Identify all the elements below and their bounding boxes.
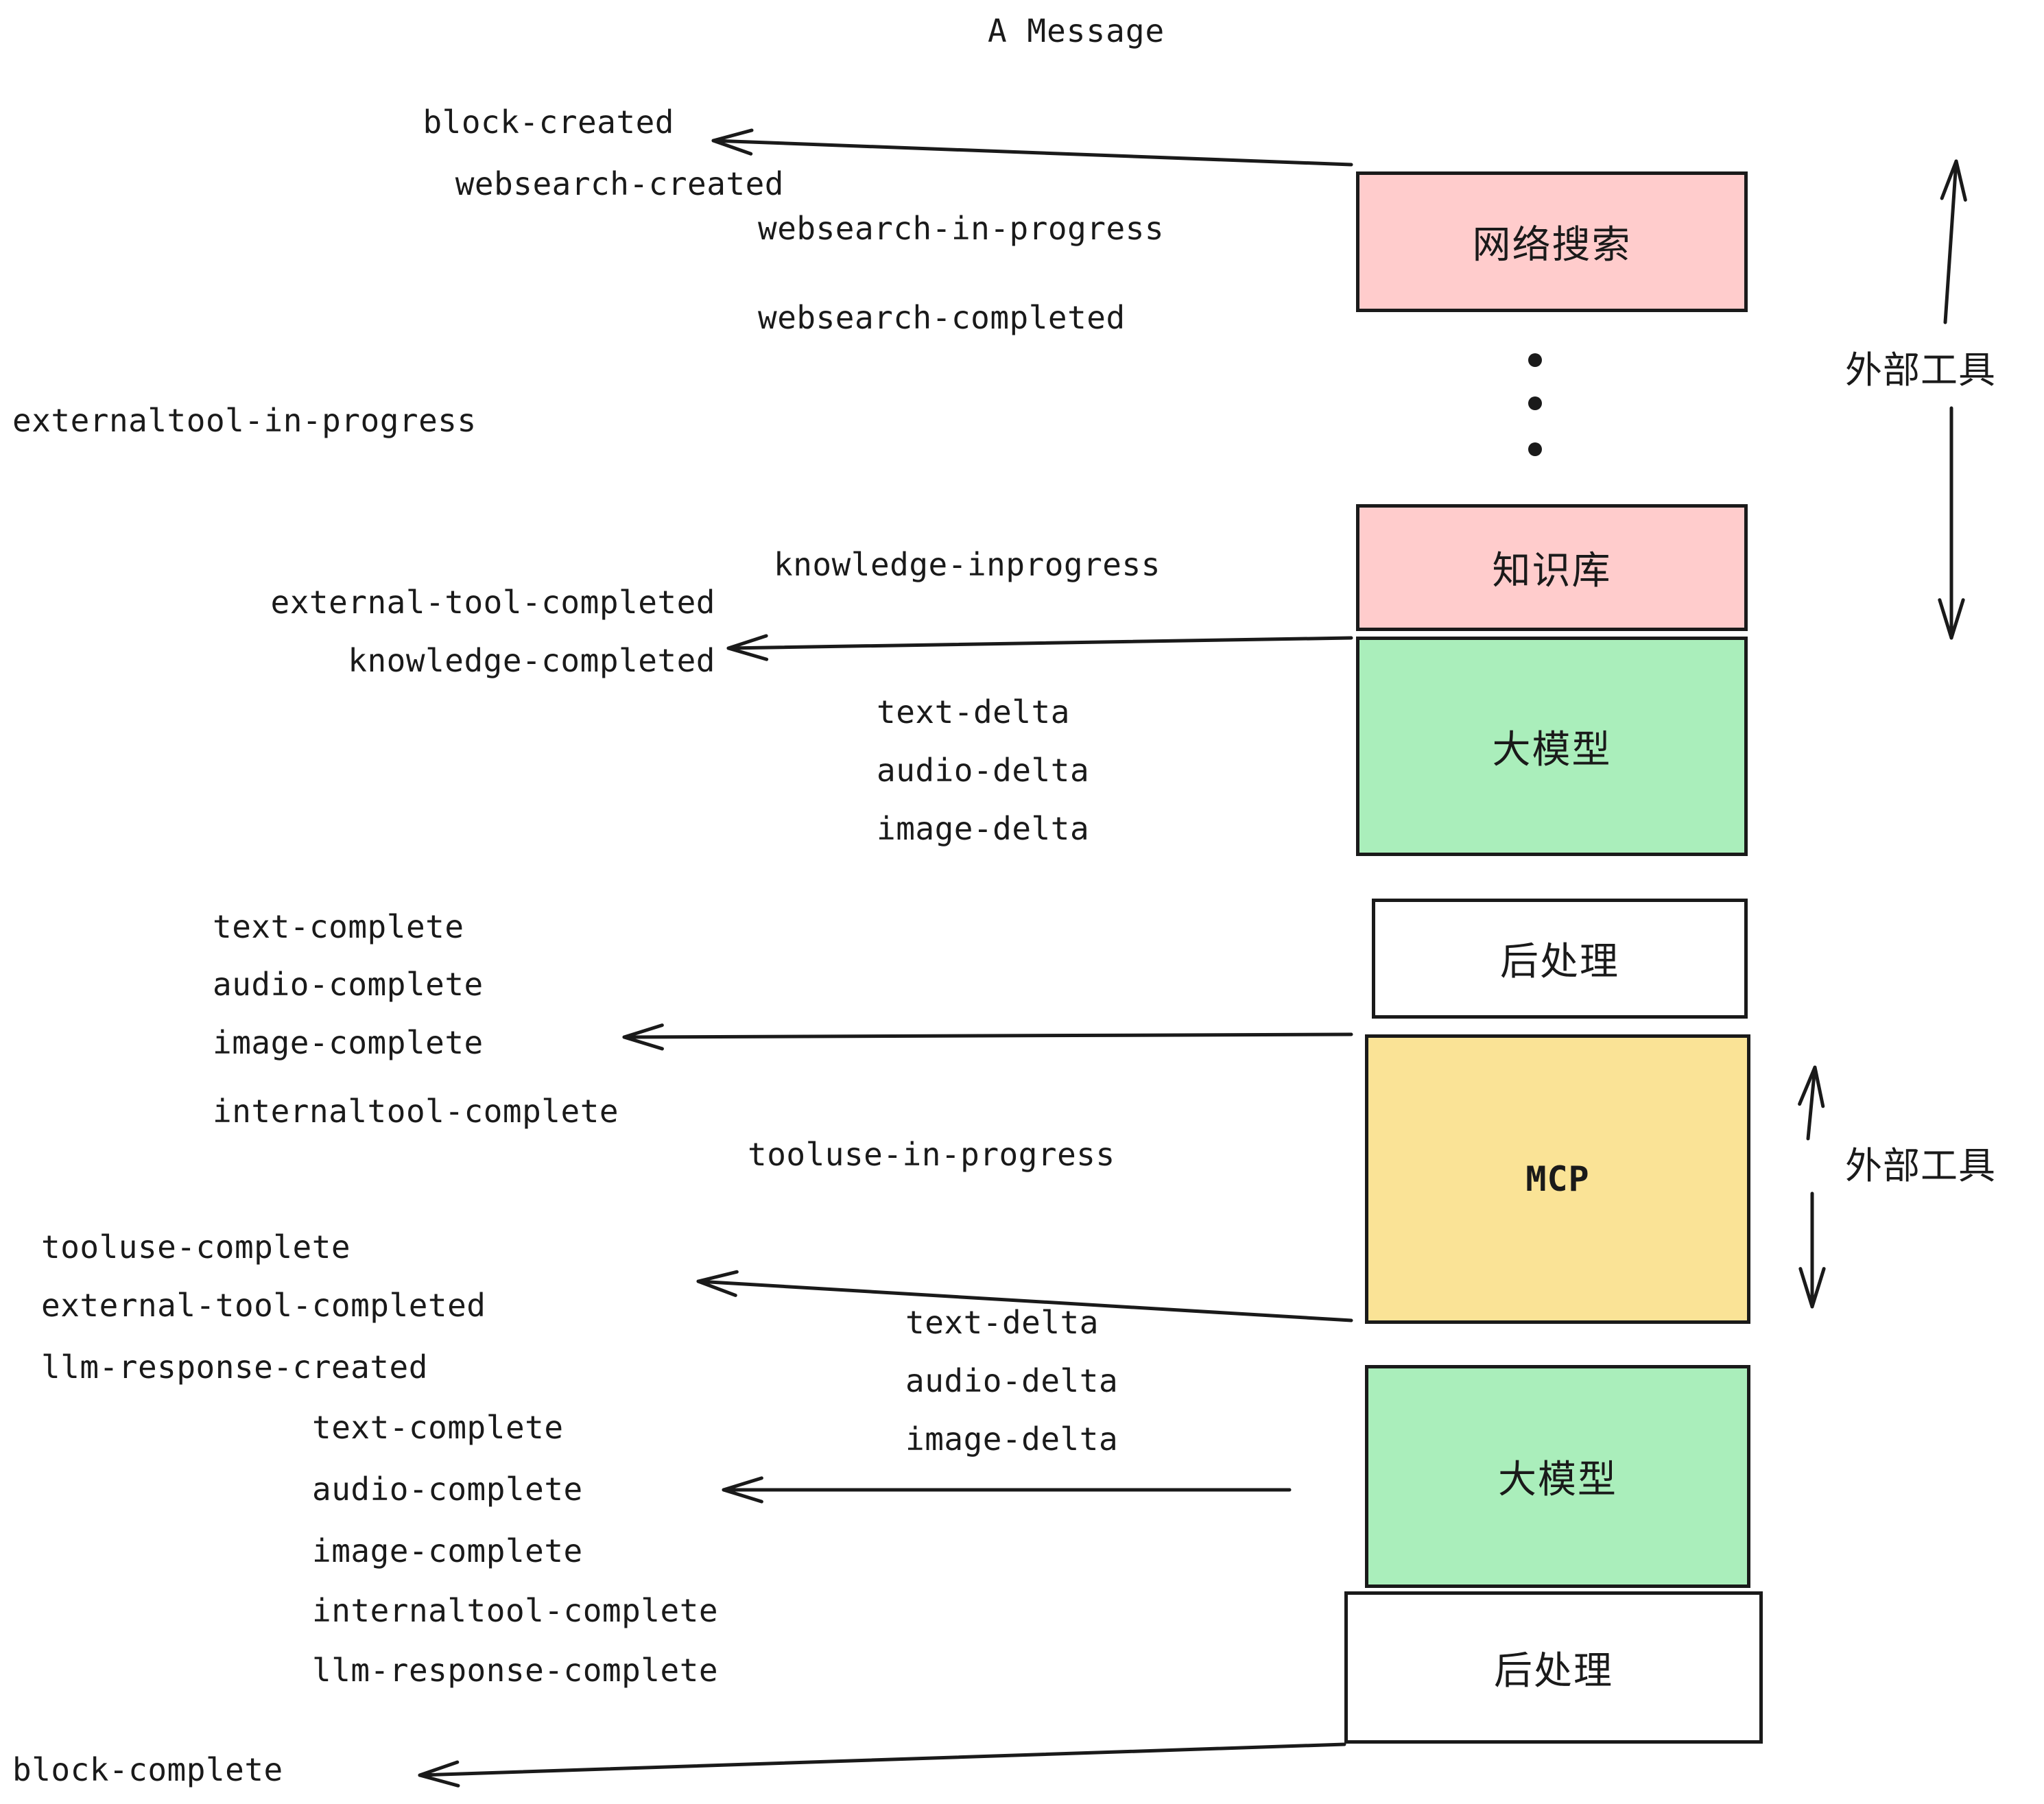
- image-complete-arrow: [622, 1023, 1353, 1051]
- event-label: external-tool-completed: [41, 1287, 486, 1324]
- event-label: audio-delta: [905, 1362, 1119, 1399]
- event-label: text-complete: [213, 908, 464, 945]
- node-box[interactable]: 后处理: [1372, 899, 1748, 1019]
- event-label: image-complete: [312, 1532, 583, 1569]
- event-label: block-complete: [12, 1751, 283, 1788]
- event-label: websearch-completed: [758, 299, 1126, 336]
- node-box[interactable]: 知识库: [1356, 504, 1748, 631]
- event-label: tooluse-in-progress: [748, 1136, 1115, 1173]
- event-label: image-delta: [877, 810, 1090, 847]
- external-tool-down-arrow-bottom: [1798, 1191, 1826, 1309]
- external-tool-up-arrow-bottom: [1798, 1065, 1825, 1141]
- node-label: 大模型: [1492, 727, 1612, 772]
- event-label: websearch-in-progress: [758, 210, 1165, 247]
- event-label: image-complete: [213, 1024, 484, 1061]
- node-box[interactable]: MCP: [1365, 1034, 1750, 1324]
- event-label: text-delta: [905, 1304, 1099, 1341]
- event-label: block-created: [423, 104, 674, 141]
- event-label: audio-complete: [312, 1471, 583, 1508]
- ellipsis-dot-icon: [1528, 442, 1542, 456]
- event-label: llm-response-complete: [312, 1652, 719, 1689]
- node-box[interactable]: 大模型: [1356, 637, 1748, 856]
- node-box[interactable]: 网络搜索: [1356, 171, 1748, 312]
- event-label: image-delta: [905, 1421, 1119, 1458]
- diagram-title: A Message: [988, 12, 1165, 49]
- event-label: llm-response-created: [41, 1349, 428, 1386]
- event-label: knowledge-inprogress: [774, 546, 1161, 583]
- event-label: externaltool-in-progress: [12, 402, 477, 439]
- node-label: 网络搜索: [1472, 223, 1632, 268]
- event-label: audio-delta: [877, 752, 1090, 789]
- node-label: MCP: [1525, 1159, 1590, 1199]
- ellipsis-dot-icon: [1528, 353, 1542, 367]
- event-label: external-tool-completed: [270, 584, 715, 621]
- node-label: 知识库: [1492, 549, 1612, 593]
- event-label: internaltool-complete: [213, 1093, 619, 1130]
- event-label: knowledge-completed: [348, 642, 715, 679]
- external-tool-up-arrow-top: [1940, 159, 1967, 324]
- block-created-arrow: [711, 128, 1353, 167]
- node-label: 大模型: [1498, 1458, 1617, 1502]
- external-tool-side-label: 外部工具: [1845, 348, 1996, 392]
- block-complete-arrow: [418, 1742, 1346, 1788]
- event-label: text-delta: [877, 693, 1070, 731]
- event-label: websearch-created: [455, 165, 784, 202]
- node-box[interactable]: 后处理: [1344, 1591, 1763, 1744]
- external-tool-side-label: 外部工具: [1845, 1144, 1996, 1187]
- external-tool-down-arrow-top: [1938, 406, 1965, 640]
- event-label: internaltool-complete: [312, 1592, 719, 1629]
- knowledge-completed-arrow: [726, 634, 1353, 661]
- ellipsis-dot-icon: [1528, 396, 1542, 410]
- event-label: audio-complete: [213, 966, 484, 1003]
- event-label: text-complete: [312, 1409, 564, 1446]
- audio-complete-arrow: [722, 1476, 1292, 1504]
- node-box[interactable]: 大模型: [1365, 1365, 1750, 1588]
- node-label: 后处理: [1494, 1648, 1613, 1694]
- node-label: 后处理: [1500, 940, 1619, 984]
- event-label: tooluse-complete: [41, 1229, 351, 1266]
